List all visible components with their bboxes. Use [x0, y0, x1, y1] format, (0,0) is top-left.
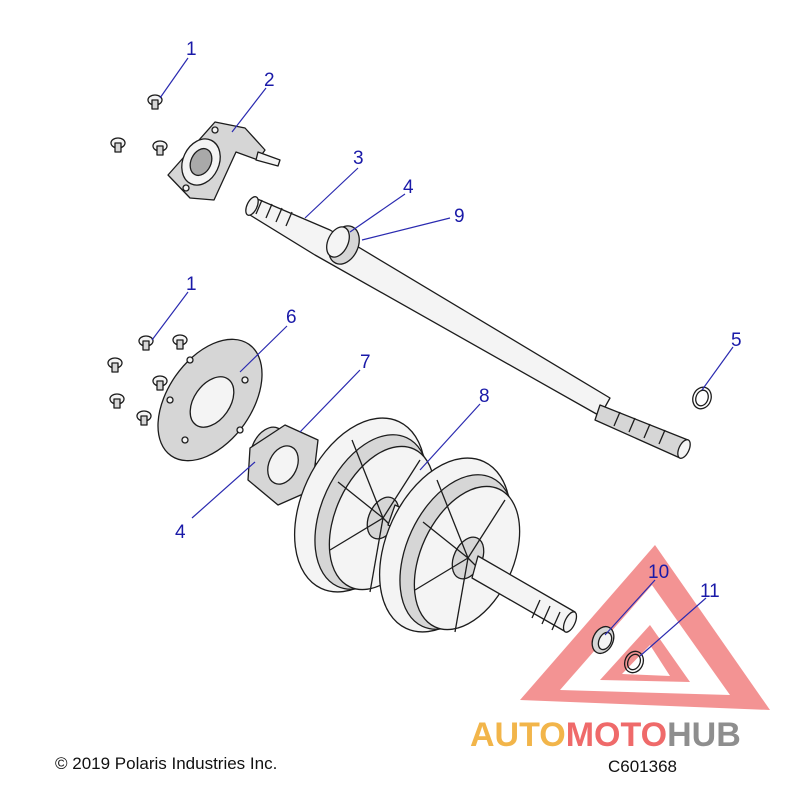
callout-2: 2 [264, 70, 275, 91]
copyright-notice: © 2019 Polaris Industries Inc. [55, 754, 278, 773]
callout-4-lower: 4 [175, 522, 186, 543]
bolt-group-upper [110, 94, 168, 156]
watermark-text-part2: MOTO [565, 716, 668, 754]
callout-3: 3 [353, 148, 364, 169]
callout-10: 10 [648, 562, 669, 583]
bolt-icon [136, 410, 152, 426]
callout-5: 5 [731, 330, 742, 351]
callout-1-upper: 1 [186, 39, 197, 60]
snap-ring-upper [692, 386, 712, 410]
drive-shaft-assembly [247, 417, 578, 633]
bolt-icon [152, 375, 168, 391]
watermark-text-part3: HUB [667, 716, 741, 754]
callout-1-lower: 1 [186, 274, 197, 295]
callout-9: 9 [454, 206, 465, 227]
bolt-icon [152, 140, 168, 156]
drawing-number: C601368 [608, 757, 678, 776]
callout-4-upper: 4 [403, 177, 414, 198]
callout-labels: 1 2 3 4 9 1 6 7 8 5 4 10 11 [175, 39, 742, 602]
callout-8: 8 [479, 386, 490, 407]
callout-7: 7 [360, 352, 371, 373]
round-flange-plate [157, 338, 263, 462]
bolt-icon [172, 334, 188, 350]
bolt-group-lower [107, 334, 188, 426]
callout-11: 11 [700, 581, 720, 602]
callout-6: 6 [286, 307, 297, 328]
seal [591, 625, 615, 655]
watermark-wordmark: AUTOMOTOHUB [470, 716, 741, 755]
bolt-icon [138, 335, 154, 351]
bolt-icon [109, 393, 125, 409]
bearing-flange-plate-upper [167, 121, 281, 201]
leader-lines [151, 57, 734, 657]
watermark-triangle-logo [520, 545, 770, 710]
watermark-text-part1: AUTO [470, 716, 566, 754]
jackshaft [245, 196, 691, 459]
bolt-icon [147, 94, 163, 110]
bolt-icon [107, 357, 123, 373]
bolt-icon [110, 137, 126, 153]
snap-ring-lower [623, 650, 645, 674]
